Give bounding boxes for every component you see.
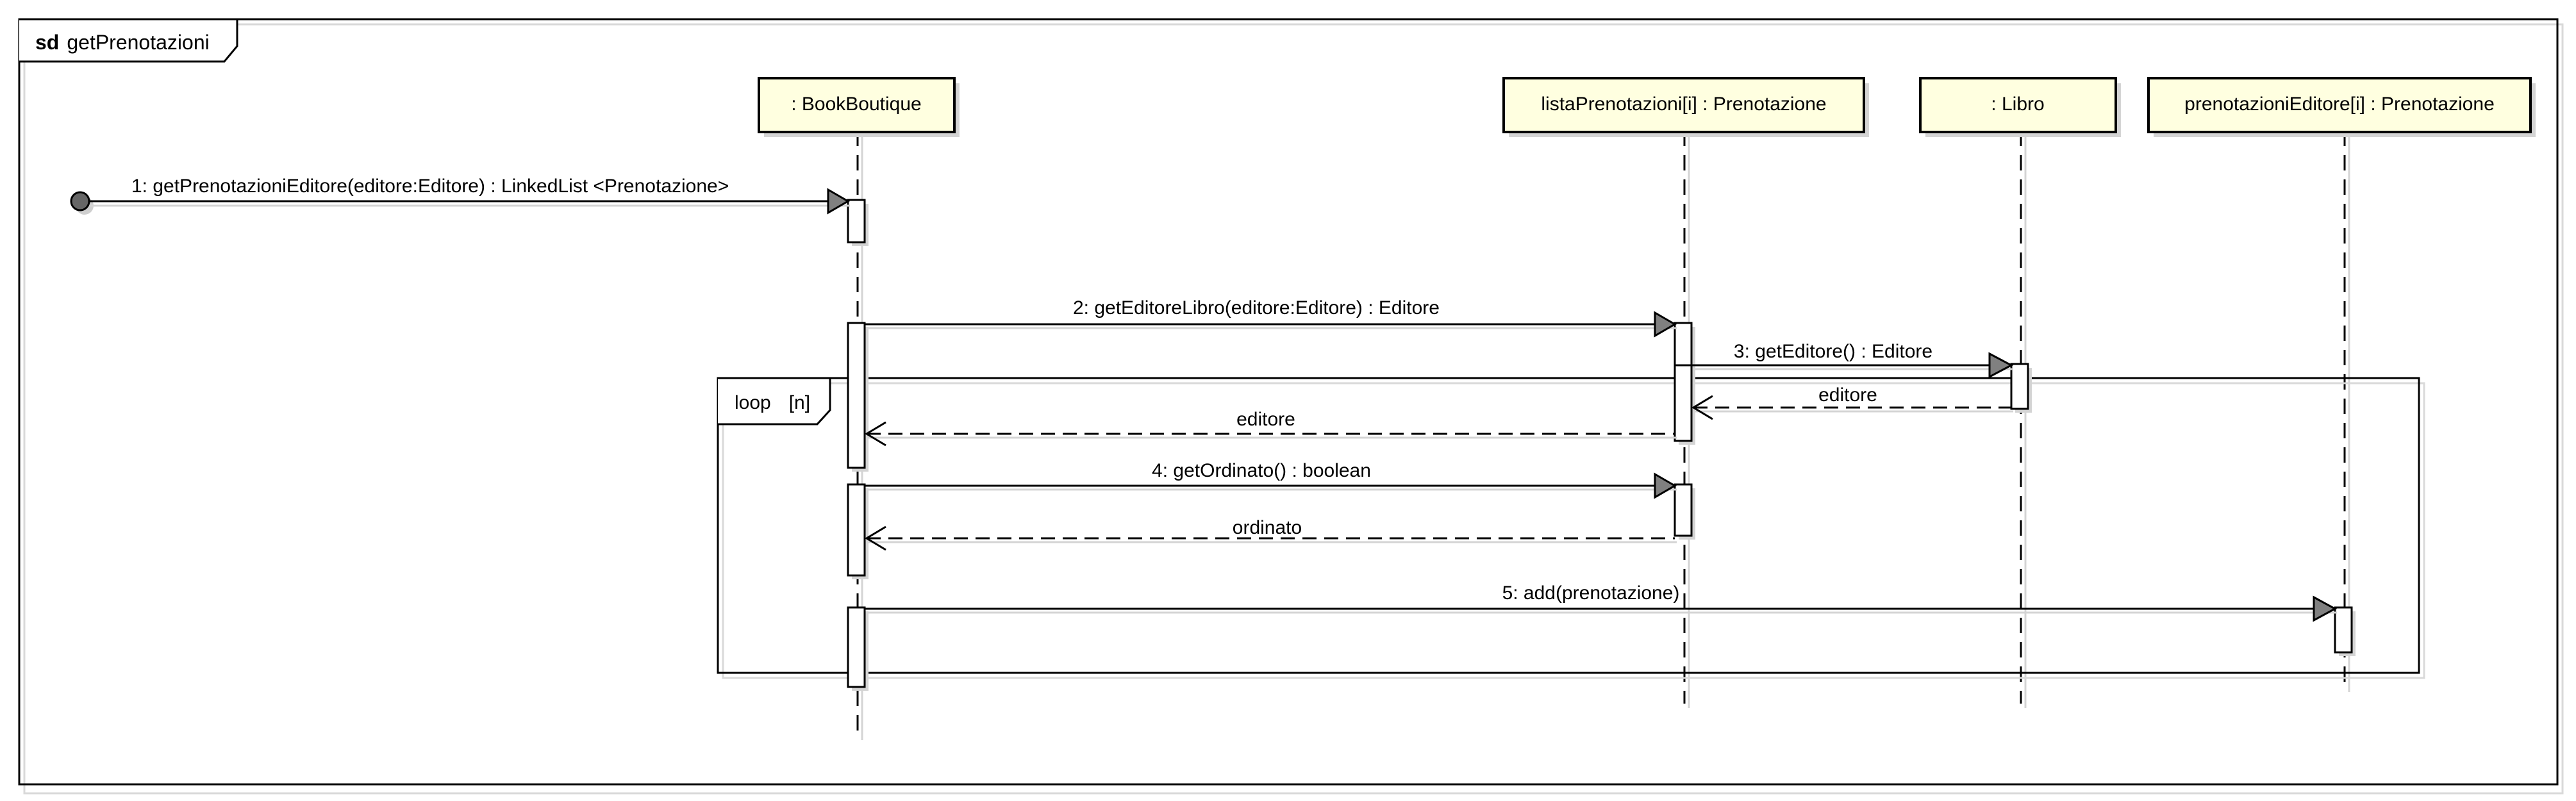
activation-lista-1 [1674,322,1693,442]
message-1-arrowhead [827,188,850,215]
activation-libro-1 [2010,363,2029,410]
participant-bookboutique-label: : BookBoutique [791,94,921,115]
activation-preneditore-1 [2334,606,2353,654]
return-3-label: editore [1818,384,1877,406]
activation-bookboutique-4 [847,606,866,688]
message-2-arrowhead [1654,311,1677,338]
participant-preneditore-label: prenotazioniEditore[i] : Prenotazione [2184,94,2495,115]
message-5-arrowhead [2313,595,2338,622]
loop-fragment [717,377,2420,674]
return-3-arrowhead [1691,395,1713,420]
loop-operator-keyword: loop [735,392,771,413]
message-1-label: 1: getPrenotazioniEditore(editore:Editor… [131,176,729,197]
loop-operator: loop [n] [735,392,810,413]
frame-title: sd getPrenotazioni [35,31,210,54]
loop-fragment-tab [718,377,831,425]
message-3-label: 3: getEditore() : Editore [1734,341,1932,362]
message-5-label: 5: add(prenotazione) [1502,582,1680,604]
frame-name: getPrenotazioni [67,31,209,54]
activation-lista-2 [1674,483,1693,537]
found-message-start-dot [70,191,90,211]
loop-guard: [n] [789,392,810,413]
participant-lista-label: listaPrenotazioni[i] : Prenotazione [1541,94,1826,115]
return-4-label: ordinato [1233,517,1302,538]
message-4-label: 4: getOrdinato() : boolean [1152,460,1371,481]
participant-preneditore[interactable]: prenotazioniEditore[i] : Prenotazione [2147,77,2532,133]
return-2-arrowhead [865,421,886,447]
participant-libro[interactable]: : Libro [1919,77,2117,133]
frame-title-tab [19,18,238,63]
message-2-label: 2: getEditoreLibro(editore:Editore) : Ed… [1073,297,1440,318]
message-3-arrowhead [1988,352,2014,379]
message-4-arrowhead [1654,472,1677,499]
participant-lista[interactable]: listaPrenotazioni[i] : Prenotazione [1502,77,1865,133]
participant-bookboutique[interactable]: : BookBoutique [758,77,956,133]
participant-libro-label: : Libro [1991,94,2044,115]
return-4-arrowhead [865,525,886,551]
activation-bookboutique-1 [847,199,866,244]
frame-keyword: sd [35,31,59,54]
activation-bookboutique-2 [847,322,866,469]
diagram-frame [18,18,2559,786]
activation-bookboutique-3 [847,483,866,577]
return-2-label: editore [1236,409,1295,430]
